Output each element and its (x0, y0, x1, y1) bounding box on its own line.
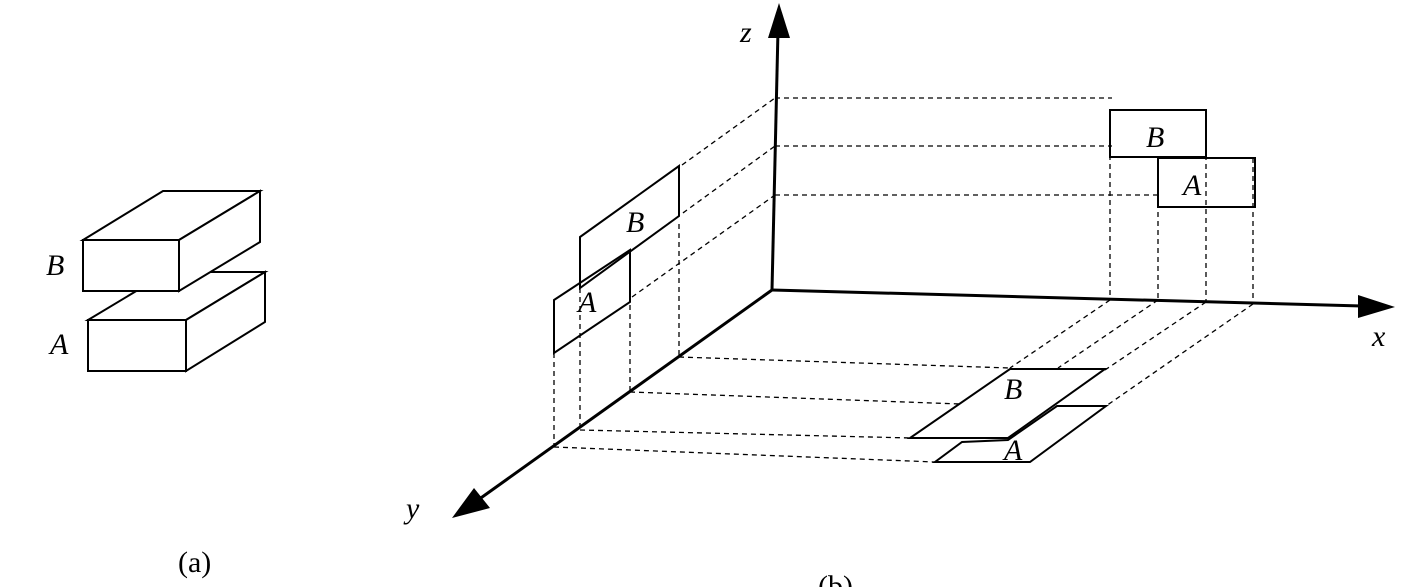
yz-projection-a-label: A (576, 286, 597, 319)
xy-projection-a-label: A (1002, 434, 1023, 467)
xy-projection-b-label: B (1004, 373, 1022, 406)
block-a-front-face (87, 319, 187, 372)
z-axis-label: z (739, 16, 752, 49)
panel-b: z x y B A B A B A (b) (403, 3, 1395, 587)
xz-projection-a (1157, 157, 1256, 208)
z-axis-arrowhead (768, 3, 790, 38)
yz-projection: B A (553, 164, 680, 355)
xy-projection: B A (906, 368, 1110, 467)
xz-projection-b-label: B (1146, 121, 1164, 154)
z-axis (770, 29, 780, 291)
yz-projection-a (553, 248, 631, 355)
yz-projection-b (579, 164, 680, 290)
block-a (84, 270, 269, 373)
axes: z x y (403, 3, 1395, 525)
block-a-label: A (48, 328, 69, 361)
panel-a: B A (a) (46, 189, 269, 579)
panel-a-caption: (a) (178, 546, 211, 579)
yz-projection-b-label: B (626, 206, 644, 239)
block-b-front-face (82, 239, 180, 292)
x-axis-arrowhead (1358, 295, 1395, 318)
y-axis (477, 288, 773, 502)
block-b-label: B (46, 249, 64, 282)
y-axis-arrowhead (452, 488, 490, 518)
x-axis-label: x (1371, 320, 1386, 353)
x-axis (771, 288, 1363, 308)
block-b (79, 189, 264, 293)
panel-b-caption: (b) (818, 570, 853, 587)
xy-projection-b (906, 368, 1109, 439)
y-axis-label: y (403, 492, 420, 525)
xy-projection-a (931, 405, 1110, 463)
xz-projection: B A (1109, 109, 1256, 208)
xz-projection-a-label: A (1181, 169, 1202, 202)
